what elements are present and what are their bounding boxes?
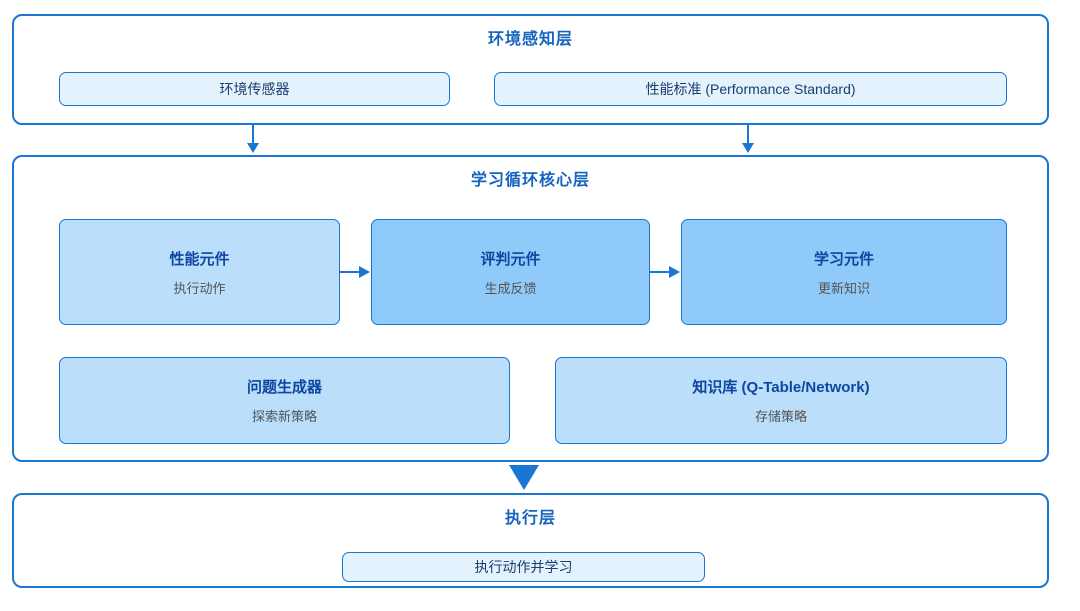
node-performance-standard: 性能标准 (Performance Standard) <box>494 72 1007 106</box>
layer-execution-title: 执行层 <box>504 510 556 527</box>
node-performance-standard-label: 性能标准 (Performance Standard) <box>645 81 856 97</box>
layer-learning-loop-core: 学习循环核心层 性能元件 执行动作 评判元件 生成反馈 学习元件 更新知识 问题… <box>12 155 1049 462</box>
node-problem-generator: 问题生成器 探索新策略 <box>59 357 510 444</box>
arrow-head <box>742 143 754 153</box>
node-problem-generator-title: 问题生成器 <box>246 379 322 396</box>
arrow-shaft <box>252 125 254 143</box>
layer-learning-loop-core-title: 学习循环核心层 <box>470 172 590 189</box>
node-knowledge-base-title: 知识库 (Q-Table/Network) <box>692 379 870 396</box>
node-knowledge-base-subtitle: 存储策略 <box>754 409 807 424</box>
layer-environment-perception: 环境感知层 环境传感器 性能标准 (Performance Standard) <box>12 14 1049 125</box>
node-learning-element-subtitle: 更新知识 <box>817 280 870 296</box>
node-environment-sensor-label: 环境传感器 <box>219 81 290 97</box>
node-environment-sensor: 环境传感器 <box>59 72 450 106</box>
node-knowledge-base: 知识库 (Q-Table/Network) 存储策略 <box>555 357 1007 444</box>
node-performance-element-title: 性能元件 <box>169 250 230 268</box>
arrow-shaft <box>747 125 749 143</box>
node-critic-element: 评判元件 生成反馈 <box>371 219 650 325</box>
arrow-head <box>247 143 259 153</box>
node-act-and-learn: 执行动作并学习 <box>342 552 705 582</box>
layer-execution: 执行层 执行动作并学习 <box>12 493 1049 588</box>
layer-environment-perception-title: 环境感知层 <box>487 31 573 48</box>
arrow-shaft <box>340 271 359 273</box>
node-learning-element: 学习元件 更新知识 <box>681 219 1007 325</box>
arrow-shaft <box>650 271 669 273</box>
node-performance-element: 性能元件 执行动作 <box>59 219 340 325</box>
arrow-head <box>359 266 370 278</box>
arrow-down-triangle-icon <box>509 465 539 490</box>
node-learning-element-title: 学习元件 <box>813 250 874 268</box>
node-problem-generator-subtitle: 探索新策略 <box>251 409 317 424</box>
node-critic-element-subtitle: 生成反馈 <box>484 280 537 296</box>
node-critic-element-title: 评判元件 <box>480 250 541 268</box>
node-act-and-learn-label: 执行动作并学习 <box>474 559 573 575</box>
node-performance-element-subtitle: 执行动作 <box>173 280 226 296</box>
arrow-head <box>669 266 680 278</box>
